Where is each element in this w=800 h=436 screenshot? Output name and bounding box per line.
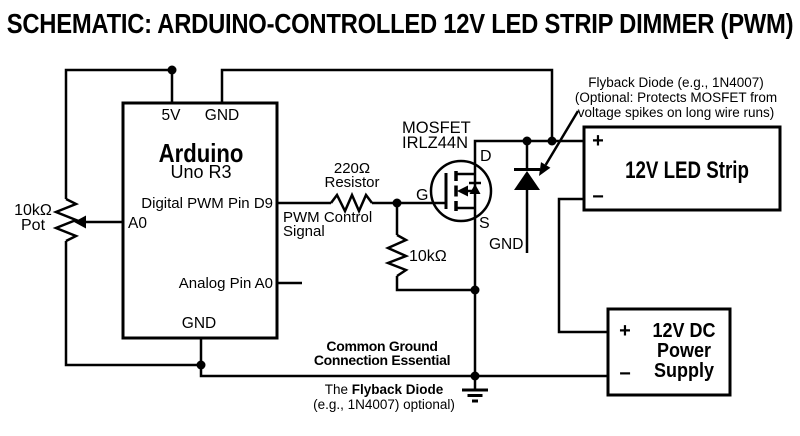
mosfet-circle bbox=[429, 159, 493, 223]
bottom-note-bold: Flyback Diode bbox=[351, 382, 444, 397]
arduino-name: Arduino bbox=[158, 138, 244, 168]
pulldown-resistor-symbol bbox=[384, 233, 410, 278]
arduino-pin-gnd-top-label: GND bbox=[204, 107, 240, 124]
mosfet-symbol bbox=[429, 159, 493, 223]
bottom-flyback-note-line1: The Flyback Diode bbox=[313, 382, 455, 398]
annotation-arrowhead-icon bbox=[539, 162, 551, 176]
bottom-flyback-note-line2: (e.g., 1N4007) optional) bbox=[313, 396, 455, 412]
page-title: SCHEMATIC: ARDUINO-CONTROLLED 12V LED ST… bbox=[6, 8, 794, 39]
arduino-pin-analog-a0-label: Analog Pin A0 bbox=[178, 275, 273, 292]
annotation-arrow-line bbox=[544, 110, 580, 166]
junction-dots bbox=[167, 65, 557, 381]
pwm-signal-label: PWM Control Signal bbox=[283, 209, 373, 240]
series-resistor-name: Resistor bbox=[324, 173, 380, 191]
earth-ground-icon bbox=[462, 388, 488, 403]
flyback-annotation-arrow bbox=[539, 110, 580, 176]
mosfet-part-number: IRLZ44N bbox=[402, 134, 469, 152]
bottom-flyback-note: The Flyback Diode (e.g., 1N4007) optiona… bbox=[313, 382, 455, 412]
series-resistor-value: 220Ω bbox=[333, 160, 371, 177]
wire-pot-top-to-5v bbox=[64, 68, 174, 199]
common-ground-note: Common Ground Connection Essential bbox=[313, 338, 451, 368]
common-ground-note-line2: Connection Essential bbox=[313, 352, 451, 368]
arduino-pin-gnd-bottom-label: GND bbox=[181, 315, 217, 332]
power-supply-line1: 12V DC bbox=[652, 320, 716, 342]
common-ground-note-line1: Common Ground bbox=[326, 338, 438, 354]
flyback-annotation-line1: Flyback Diode (e.g., 1N4007) bbox=[588, 75, 764, 90]
junction-dot bbox=[547, 136, 557, 146]
power-supply-line2: Power bbox=[656, 340, 712, 362]
led-strip-plus-terminal: + bbox=[592, 130, 604, 152]
pulldown-resistor-label: 10kΩ bbox=[409, 248, 447, 265]
junction-dot bbox=[470, 371, 480, 381]
arduino-box bbox=[121, 101, 279, 340]
flyback-annotation-line2: (Optional: Protects MOSFET from bbox=[574, 89, 778, 105]
power-supply-minus-terminal: − bbox=[619, 363, 631, 385]
arduino-pin-5v-label: 5V bbox=[161, 107, 181, 124]
power-supply-title: 12V DC Power Supply bbox=[649, 321, 719, 381]
pwm-signal-line1: PWM Control bbox=[283, 209, 373, 226]
power-supply-box bbox=[606, 307, 732, 397]
pot-wiper-arrow-icon bbox=[74, 215, 86, 229]
flyback-annotation-line3: voltage spikes on long wire runs) bbox=[577, 104, 775, 120]
wire-gnd-top-rail bbox=[220, 68, 554, 141]
led-strip-title: 12V LED Strip bbox=[625, 157, 749, 184]
series-resistor-symbol bbox=[330, 191, 373, 215]
diode-triangle-icon bbox=[514, 171, 540, 190]
pwm-signal-line2: Signal bbox=[283, 223, 325, 240]
junction-dot bbox=[392, 198, 402, 208]
potentiometer-name: Pot bbox=[20, 216, 46, 234]
arduino-pin-a0-label: A0 bbox=[128, 215, 147, 232]
junction-dot bbox=[522, 136, 532, 146]
led-strip-minus-terminal: − bbox=[592, 186, 604, 208]
potentiometer-value: 10kΩ bbox=[14, 202, 52, 219]
wire-pot-bottom-to-gnd bbox=[64, 241, 201, 367]
potentiometer-label: 10kΩ Pot bbox=[14, 202, 52, 234]
power-supply-plus-terminal: + bbox=[619, 320, 631, 342]
junction-dot bbox=[470, 285, 480, 295]
mosfet-label: MOSFET IRLZ44N bbox=[402, 119, 471, 152]
mosfet-drain-label: D bbox=[480, 148, 492, 165]
mosfet-gnd-label: GND bbox=[489, 236, 524, 253]
series-resistor-label: 220Ω Resistor bbox=[324, 160, 380, 191]
junction-dot bbox=[196, 360, 206, 370]
potentiometer-symbol bbox=[52, 197, 80, 243]
mosfet-gate-label: G bbox=[416, 187, 429, 204]
flyback-diode-symbol bbox=[514, 168, 540, 190]
mosfet-name: MOSFET bbox=[402, 119, 471, 137]
junction-dot bbox=[167, 65, 177, 75]
wire-pulldown-to-source bbox=[395, 276, 475, 292]
mosfet-body-diode-icon bbox=[469, 184, 481, 194]
mosfet-source-label: S bbox=[479, 215, 490, 232]
bottom-note-prefix: The bbox=[324, 382, 352, 397]
arduino-model: Uno R3 bbox=[170, 162, 232, 182]
wire-led-minus-to-psu-plus bbox=[557, 197, 608, 334]
flyback-annotation: Flyback Diode (e.g., 1N4007) (Optional: … bbox=[574, 75, 778, 120]
mosfet-arrow-icon bbox=[457, 185, 468, 197]
power-supply-line3: Supply bbox=[653, 360, 714, 382]
arduino-pin-d9-label: Digital PWM Pin D9 bbox=[141, 195, 273, 212]
led-strip-box bbox=[582, 125, 782, 212]
